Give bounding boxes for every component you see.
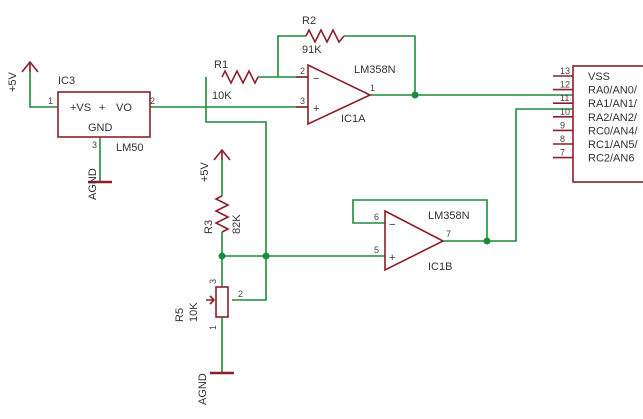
wire-r5-wiper: [232, 257, 267, 301]
supply-arrow-icon: [213, 148, 231, 161]
ic1a-pin1: 1: [370, 83, 375, 93]
supply-label: +5V: [7, 71, 19, 92]
ic3-vo: VO: [116, 102, 132, 114]
opamp-input-leads: [296, 76, 308, 108]
r1-value: 10K: [212, 90, 232, 102]
ic1a-part: LM358N: [354, 64, 396, 76]
opamp-triangle-icon: [307, 63, 372, 126]
ic3-name: IC3: [58, 75, 75, 87]
r3-value: 82K: [231, 214, 243, 234]
mcu-pin-label: RA0/AN0/: [588, 85, 638, 97]
junction-dot: [411, 91, 419, 99]
ground-label: AGND: [87, 168, 99, 200]
ic1b-pin5: 5: [374, 245, 379, 255]
r2-name: R2: [302, 15, 316, 27]
potentiometer-r5[interactable]: R5 10K 3 2 1: [174, 279, 243, 330]
ic3-part: LM50: [116, 142, 144, 154]
ic1b-name: IC1B: [428, 261, 452, 273]
ic1b-part: LM358N: [428, 210, 470, 222]
resistor-r3[interactable]: R3 82K: [203, 195, 243, 234]
wire-r2-right: [344, 35, 416, 95]
mcu-pin-label: VSS: [588, 71, 610, 83]
ic3-pin3: 3: [92, 140, 97, 150]
ic1a-pin2: 2: [300, 66, 305, 76]
wire-ic1b-fb: [352, 199, 488, 241]
resistor-r2[interactable]: R2 91K: [302, 15, 345, 56]
pot-wiper-arrow-icon: [206, 295, 216, 305]
mcu-pin-label: RC1/AN5/: [588, 139, 638, 151]
ic1a-minus: −: [313, 73, 319, 85]
supply-5v-top: +5V: [7, 60, 39, 92]
junction-dot: [483, 237, 491, 245]
opamp-ic1b[interactable]: − + 6 5 7 LM358N IC1B: [374, 209, 470, 273]
r5-name: R5: [174, 308, 186, 322]
ic1b-minus: −: [389, 219, 395, 231]
opamp-ic1a[interactable]: − + 2 3 1 LM358N IC1A: [296, 63, 396, 126]
junction-dot: [262, 252, 270, 260]
ic1a-name: IC1A: [341, 113, 366, 125]
mcu-pin-label: RC2/AN6: [588, 153, 634, 165]
ic3-pin2: 2: [150, 96, 155, 106]
junction-dot: [218, 252, 226, 260]
resistor-zigzag-icon: [221, 69, 259, 85]
resistor-zigzag-icon: [214, 195, 230, 233]
ground-top: AGND: [87, 168, 112, 200]
ic1b-plus: +: [389, 252, 395, 264]
ic3-gnd: GND: [88, 122, 113, 134]
wire-r2-left: [277, 35, 306, 77]
mcu-pin-number: 13: [560, 66, 570, 76]
wire-ic1b-out: [443, 108, 573, 242]
mcu-pin-number: 8: [560, 134, 565, 144]
supply-5v-mid: +5V: [199, 148, 231, 182]
r1-name: R1: [214, 59, 228, 71]
wire-5v-ic3: [29, 72, 58, 108]
ic3-vs: +VS: [70, 102, 91, 114]
wire-r1-to-ref: [205, 77, 267, 257]
ic1b-pin6: 6: [374, 212, 379, 222]
ground-bottom: AGND: [197, 371, 234, 405]
ic1a-plus: +: [313, 103, 319, 115]
supply-label: +5V: [199, 161, 211, 182]
mcu-pin-label: RA2/AN2/: [588, 112, 638, 124]
ic1b-pin7: 7: [446, 229, 451, 239]
r5-pin2: 2: [238, 289, 243, 299]
ic3-temp-sensor[interactable]: IC3 +VS + VO GND LM50 1 2 3: [48, 75, 155, 154]
supply-arrow-icon: [21, 60, 39, 73]
ic3-plus: +: [99, 102, 105, 114]
junctions: [218, 91, 491, 260]
opamp-triangle-icon: [384, 209, 445, 272]
r3-name: R3: [203, 220, 215, 234]
mcu-pin-label: RC0/AN4/: [588, 125, 638, 137]
mcu-pin-number: 9: [560, 120, 565, 130]
ic3-pin1: 1: [48, 96, 53, 106]
r5-pin1: 1: [208, 325, 218, 330]
mcu-pin-number: 7: [560, 148, 565, 158]
pot-body: [215, 286, 229, 318]
r2-value: 91K: [302, 44, 322, 56]
r5-pin3: 3: [208, 279, 218, 284]
mcu-pin-number: 12: [560, 80, 570, 90]
ic1a-pin3: 3: [300, 96, 305, 106]
ground-label: AGND: [197, 373, 209, 405]
mcu-pin-number: 11: [560, 93, 569, 103]
mcu-pin-number: 10: [560, 107, 570, 117]
resistor-zigzag-icon: [305, 28, 345, 44]
ic3-body: [57, 91, 151, 138]
r5-value: 10K: [188, 302, 200, 322]
mcu-pin-label: RA1/AN1/: [588, 98, 638, 110]
wires: [29, 35, 573, 373]
resistor-r1[interactable]: R1 10K: [212, 59, 259, 102]
mcu-body: [572, 65, 643, 183]
